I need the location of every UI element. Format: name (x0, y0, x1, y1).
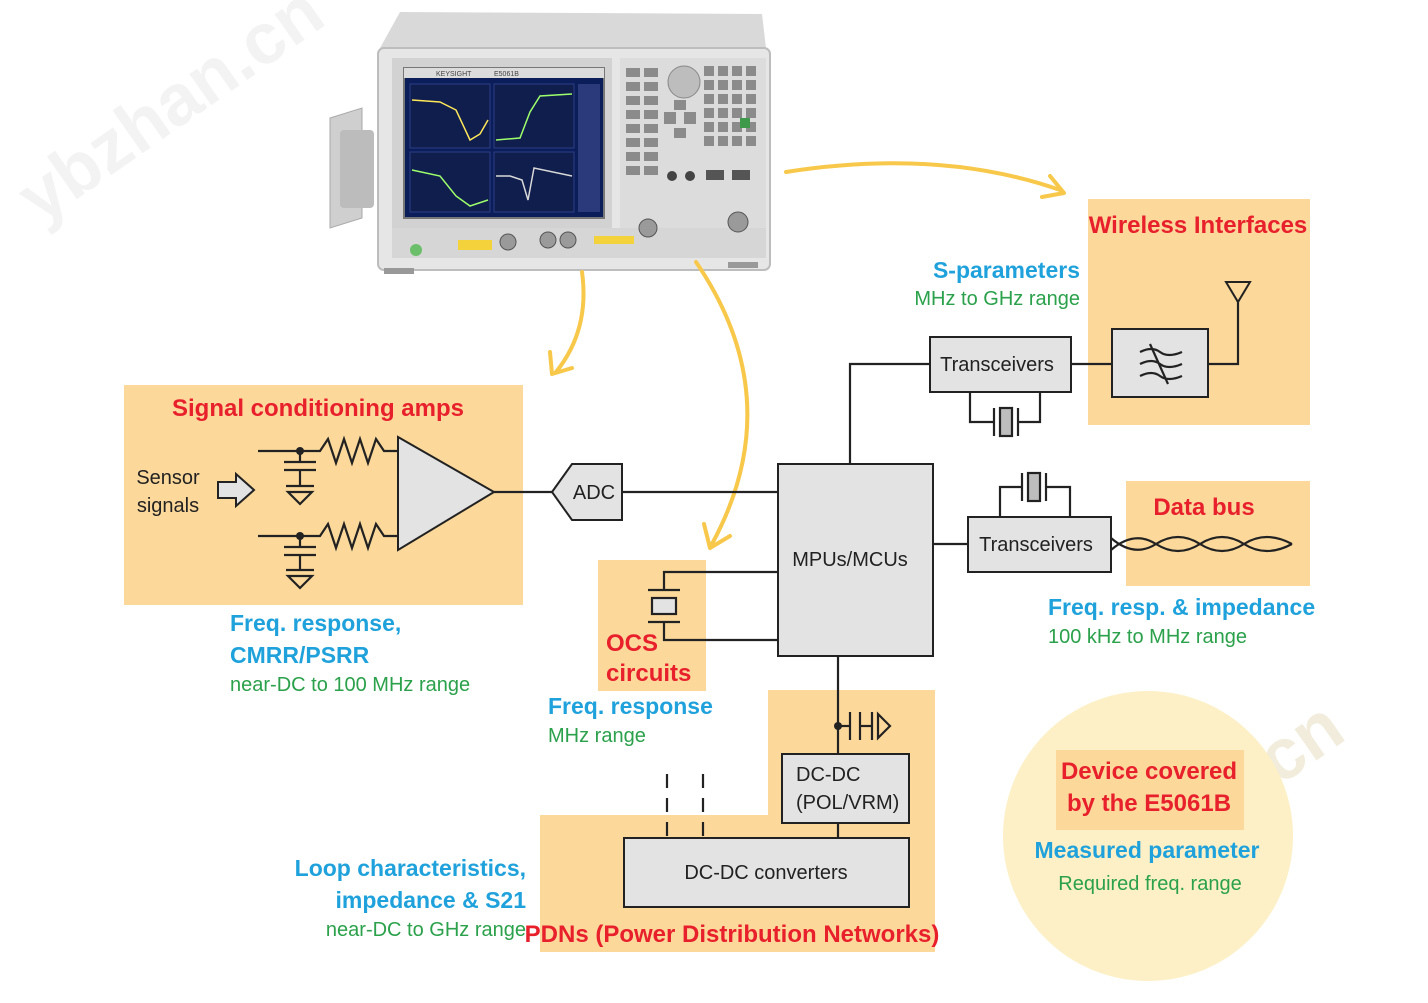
data-bus-title: Data bus (1153, 494, 1254, 521)
wireless-zone-title: Wireless Interfaces (1089, 212, 1308, 239)
twisted-pair-bus-icon (1110, 535, 1293, 553)
data-bus-param: Freq. resp. & impedance (1048, 594, 1315, 620)
arrow-to-wireless-head (1040, 174, 1066, 199)
capacitor-ground-top-icon (284, 451, 316, 506)
dcdc-converters-block (623, 837, 910, 908)
signal-param-1: Freq. response, (230, 610, 401, 636)
legend-measured: Measured parameter (1035, 837, 1260, 863)
signal-line-top (258, 435, 398, 467)
signal-zone-title: Signal conditioning amps (172, 395, 464, 422)
sensor-label-2: signals (137, 495, 199, 517)
network-analyzer-image: KEYSIGHT E5061B (329, 12, 771, 274)
arrow-to-signal-head (548, 350, 574, 376)
dcdc-pol-label-1: DC-DC (796, 764, 860, 786)
arrow-to-wireless (784, 161, 1062, 192)
oscillator-crystal-icon (648, 570, 778, 642)
zone-ocs (598, 560, 706, 691)
transceivers-top-label: Transceivers (940, 354, 1054, 376)
legend-required: Required freq. range (1058, 873, 1241, 895)
signal-param-2: CMRR/PSRR (230, 642, 370, 668)
dcdc-pol-label-2: (POL/VRM) (796, 792, 899, 814)
dcdc-converters-label: DC-DC converters (684, 862, 847, 884)
signal-line-bottom (258, 520, 398, 552)
pdn-param-1: Loop characteristics, (295, 855, 526, 881)
instrument-brand: KEYSIGHT (436, 71, 472, 78)
data-bus-range: 100 kHz to MHz range (1048, 626, 1247, 648)
signal-range: near-DC to 100 MHz range (230, 674, 470, 696)
arrow-to-ocs-head (702, 522, 732, 550)
pdn-title: PDNs (Power Distribution Networks) (525, 921, 940, 948)
legend-device-line1: Device covered (1061, 758, 1237, 785)
filter-icon (1139, 343, 1183, 385)
zone-data-bus (1126, 481, 1310, 586)
ocs-title-2: circuits (606, 660, 691, 687)
op-amp-icon (397, 435, 496, 552)
decoupling-capacitor-icon (838, 711, 892, 741)
dcdc-pol-block (781, 753, 910, 824)
crystal-mid-icon (998, 471, 1072, 517)
arrow-to-ocs (694, 260, 750, 546)
legend-device-swatch (1056, 750, 1244, 830)
instrument-model: E5061B (494, 71, 519, 78)
pdn-range: near-DC to GHz range (326, 919, 526, 941)
pdn-param-2: impedance & S21 (336, 887, 527, 913)
ocs-param: Freq. response (548, 693, 713, 719)
legend-device-line2: by the E5061B (1067, 790, 1231, 817)
wireless-param: S-parameters (933, 257, 1080, 283)
watermark-top: ybzhan.cn (3, 0, 337, 238)
adc-label: ADC (573, 482, 615, 504)
transceivers-mid-block (967, 516, 1112, 573)
crystal-top-icon (968, 392, 1042, 438)
dashed-supply-lines (665, 774, 705, 838)
transceivers-mid-label: Transceivers (979, 534, 1093, 556)
ocs-title-1: OCS (606, 630, 658, 657)
ocs-range: MHz range (548, 725, 646, 747)
antenna-icon (1224, 281, 1252, 304)
transceivers-top-block (929, 336, 1072, 393)
sensor-label-1: Sensor (136, 467, 200, 489)
input-arrow-icon (217, 471, 256, 509)
capacitor-ground-bottom-icon (284, 536, 316, 590)
legend-circle (1003, 691, 1293, 981)
wireless-range: MHz to GHz range (914, 288, 1080, 310)
mcu-block (777, 463, 934, 657)
mcu-label: MPUs/MCUs (792, 549, 908, 571)
arrow-to-signal (554, 270, 586, 374)
